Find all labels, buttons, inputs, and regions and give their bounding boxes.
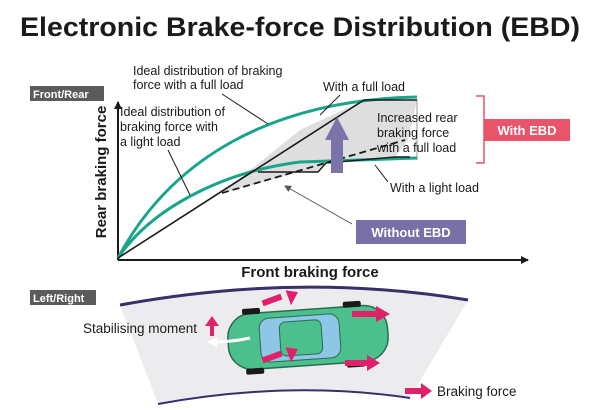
increased-rear-label-2: braking force xyxy=(377,126,449,140)
ideal-light-load-label-2: braking force with xyxy=(120,120,218,134)
gain-region xyxy=(222,100,417,193)
with-light-load-label: With a light load xyxy=(390,181,479,195)
x-axis-label: Front braking force xyxy=(241,264,379,281)
diagram-title: Electronic Brake-force Distribution (EBD… xyxy=(20,12,580,42)
left-right-tag-bg xyxy=(30,290,96,305)
with-light-load-leader xyxy=(374,164,389,183)
car-icon xyxy=(227,300,389,375)
curved-arrow-icon xyxy=(207,336,251,347)
stabilising-moment-label: Stabilising moment xyxy=(83,321,197,336)
increased-rear-label-1: Increased rear xyxy=(377,111,458,125)
road-edge-top xyxy=(119,285,469,307)
car-braking-force-arrows xyxy=(261,290,390,371)
with-full-load-leader xyxy=(319,94,341,116)
with-ebd-light-curve xyxy=(258,156,410,173)
left-right-tag: Left/Right xyxy=(33,293,85,305)
road-edge-bottom xyxy=(157,389,411,405)
ideal-full-load-label-2: force with a full load xyxy=(133,78,244,92)
stabilising-up-arrow xyxy=(205,316,219,336)
right-arrow-icon xyxy=(405,383,432,399)
up-arrow-icon xyxy=(325,117,349,173)
with-ebd-badge: With EBD xyxy=(497,123,556,138)
ideal-light-load-leader xyxy=(167,149,191,196)
without-ebd-leader xyxy=(284,185,353,225)
with-full-load-label: With a full load xyxy=(323,80,405,94)
ideal-light-load-label-1: Ideal distribution of xyxy=(120,105,225,119)
with-ebd-curve xyxy=(117,99,417,259)
ideal-full-load-leader xyxy=(221,93,269,125)
front-rear-tag-bg xyxy=(30,86,104,101)
increased-rear-label-3: with a full load xyxy=(376,141,456,155)
front-rear-section: Front/Rear Rear braking force Front brak… xyxy=(30,64,570,281)
without-ebd-badge-bg xyxy=(356,220,466,244)
front-rear-tag: Front/Rear xyxy=(33,89,89,101)
without-ebd-line xyxy=(221,139,406,194)
ideal-light-load-label-3: a light load xyxy=(120,135,181,149)
braking-force-legend: Braking force xyxy=(437,384,517,399)
ideal-full-load-label-1: Ideal distribution of braking xyxy=(133,64,282,78)
without-ebd-badge: Without EBD xyxy=(371,225,450,240)
ideal-light-load-curve xyxy=(116,156,418,259)
y-axis-label: Rear braking force xyxy=(93,106,110,239)
with-ebd-badge-bg xyxy=(484,119,570,141)
left-right-section: Left/Right xyxy=(30,285,517,405)
